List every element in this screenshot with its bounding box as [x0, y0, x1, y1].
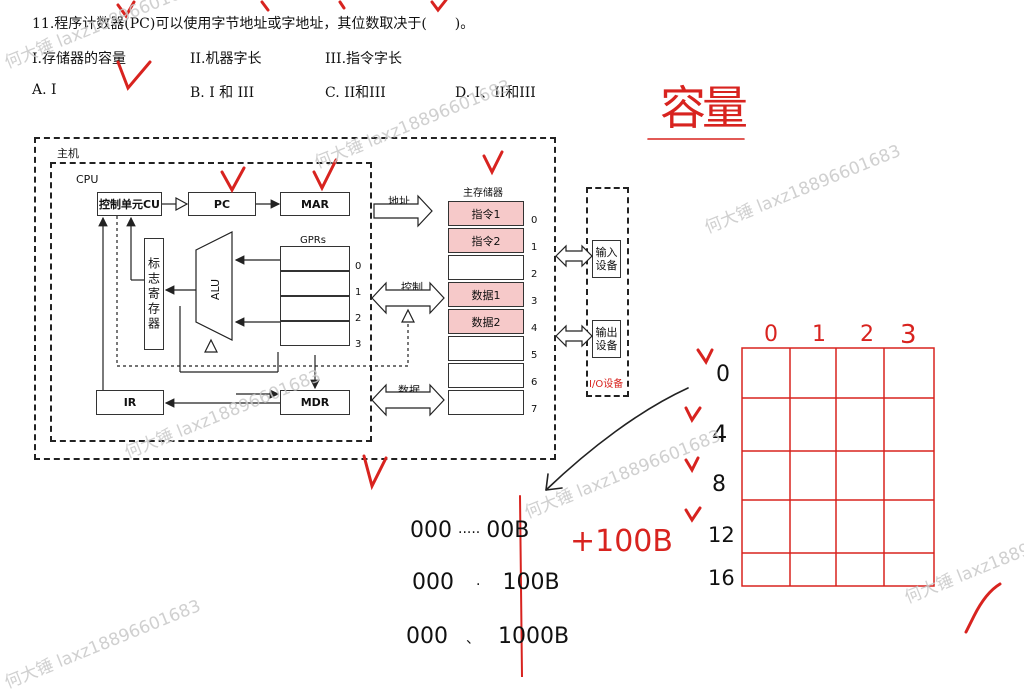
memory-index-3: 3 [531, 296, 538, 307]
addr-row-3-suffix: 1000B [498, 624, 570, 649]
addr-row-1-suffix: 00B [486, 518, 530, 543]
grid-col-0: 0 [764, 322, 778, 347]
option-a: A. I [32, 82, 57, 98]
memory-index-0: 0 [531, 215, 538, 226]
addr-row-2-dots: · [476, 577, 481, 593]
question-item-2: II.机器字长 [190, 51, 262, 67]
addr-row-2-suffix: 100B [502, 570, 560, 595]
option-d: D. I、II和III [455, 85, 536, 101]
addr-row-2: 000 · 100B [412, 570, 560, 595]
addr-row-3-prefix: 000 [406, 624, 448, 649]
addr-row-3: 000 、 1000B [406, 624, 569, 649]
memory-cell-5 [448, 336, 524, 361]
host-label: 主机 [57, 147, 79, 160]
ir-register: IR [96, 390, 164, 415]
plus-note: +100B [570, 524, 673, 559]
host-box [34, 137, 556, 460]
capacity-note: 容量 [660, 81, 748, 135]
gpr-index-3: 3 [355, 339, 362, 350]
memory-cell-3: 数据1 [448, 282, 524, 307]
grid-row-16: 16 [708, 566, 735, 590]
gpr-3 [280, 321, 350, 346]
output-device: 输出设备 [592, 320, 621, 358]
memory-index-2: 2 [531, 269, 538, 280]
memory-cell-2 [448, 255, 524, 280]
io-label: I/O设备 [589, 379, 624, 390]
memory-index-5: 5 [531, 350, 538, 361]
addr-row-2-prefix: 000 [412, 570, 454, 595]
control-unit: 控制单元CU [97, 192, 162, 216]
memory-cell-6 [448, 363, 524, 388]
gpr-index-0: 0 [355, 261, 362, 272]
pc-register: PC [188, 192, 256, 216]
memory-title: 主存储器 [463, 188, 503, 199]
io-box [586, 187, 629, 397]
addr-row-1-dots: ····· [458, 525, 481, 541]
grid-row-12: 12 [708, 523, 735, 547]
mar-register: MAR [280, 192, 350, 216]
memory-index-6: 6 [531, 377, 538, 388]
gpr-index-1: 1 [355, 287, 362, 298]
grid-row-4: 4 [712, 420, 728, 448]
cpu-label: CPU [76, 173, 99, 186]
memory-cell-7 [448, 390, 524, 415]
cpu-box [50, 162, 372, 442]
mdr-register: MDR [280, 390, 350, 415]
question-item-1: I.存储器的容量 [32, 51, 126, 67]
memory-index-4: 4 [531, 323, 538, 334]
gprs-label: GPRs [300, 235, 326, 246]
memory-index-7: 7 [531, 404, 538, 415]
memory-index-1: 1 [531, 242, 538, 253]
grid-row-0: 0 [716, 362, 730, 387]
option-c: C. II和III [325, 85, 386, 101]
addr-row-1: 000 ····· 00B [410, 518, 529, 543]
input-device: 输入设备 [592, 240, 621, 278]
question-item-3: III.指令字长 [325, 51, 403, 67]
addr-row-3-dots: 、 [466, 631, 480, 647]
gpr-2 [280, 296, 350, 321]
memory-grid [741, 347, 935, 587]
memory-cell-1: 指令2 [448, 228, 524, 253]
question-stem: 11.程序计数器(PC)可以使用字节地址或字地址，其位数取决于( )。 [32, 16, 475, 32]
grid-col-2: 2 [860, 322, 874, 347]
flag-register: 标志寄存器 [144, 238, 164, 350]
gpr-index-2: 2 [355, 313, 362, 324]
diagram-connections [98, 0, 1002, 677]
gpr-1 [280, 271, 350, 296]
memory-cell-4: 数据2 [448, 309, 524, 334]
grid-row-8: 8 [712, 472, 726, 497]
addr-row-1-prefix: 000 [410, 518, 452, 543]
memory-cell-0: 指令1 [448, 201, 524, 226]
grid-col-1: 1 [812, 322, 826, 347]
gpr-0 [280, 246, 350, 271]
grid-col-3: 3 [900, 320, 917, 350]
option-b: B. I 和 III [190, 85, 255, 101]
